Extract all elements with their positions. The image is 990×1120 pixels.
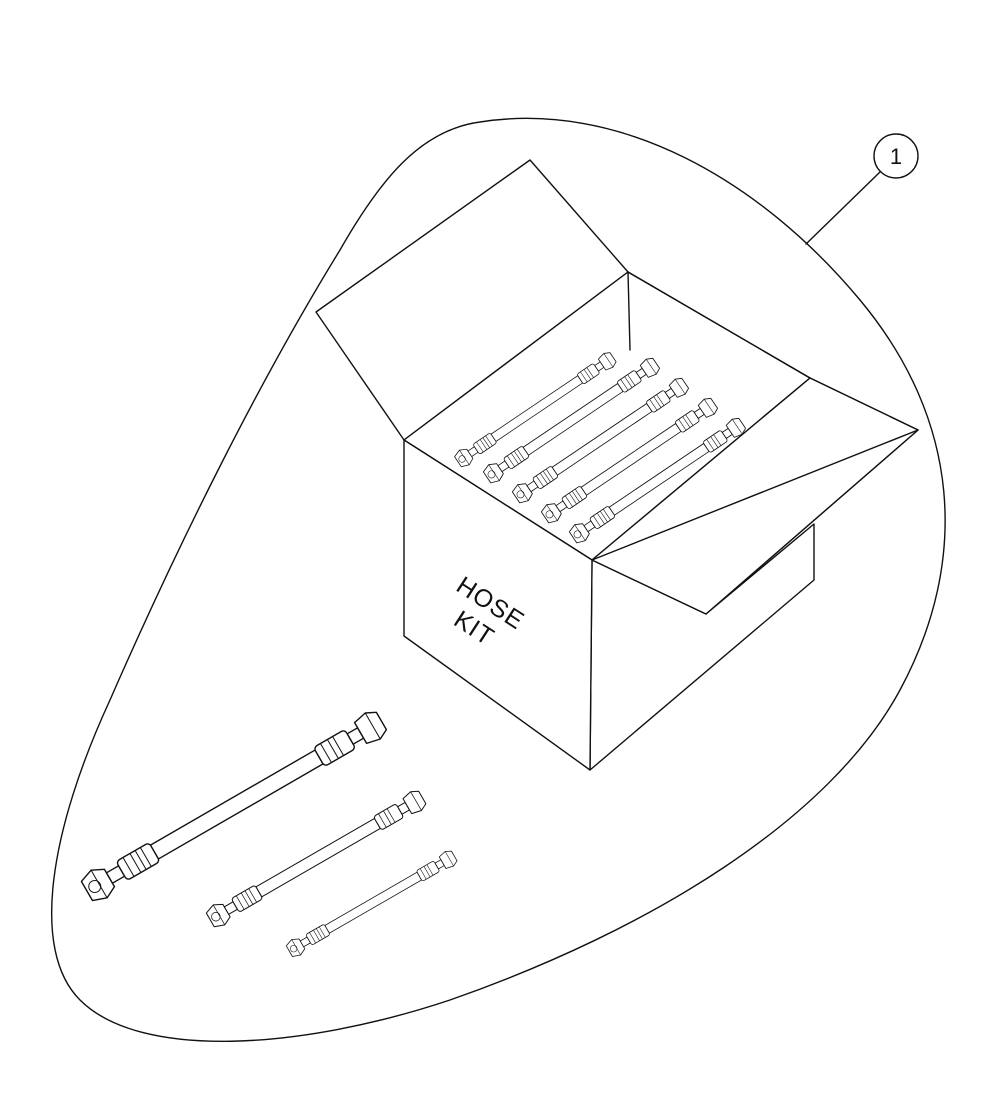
box-front-face: [403, 439, 593, 771]
callout-circle: [873, 133, 919, 179]
box-front-flap: [591, 429, 919, 615]
callout-leader: [805, 171, 881, 245]
callout-number: 1: [890, 144, 902, 169]
loose-hose-large: [78, 706, 391, 906]
bubble-outline: [51, 117, 946, 1043]
